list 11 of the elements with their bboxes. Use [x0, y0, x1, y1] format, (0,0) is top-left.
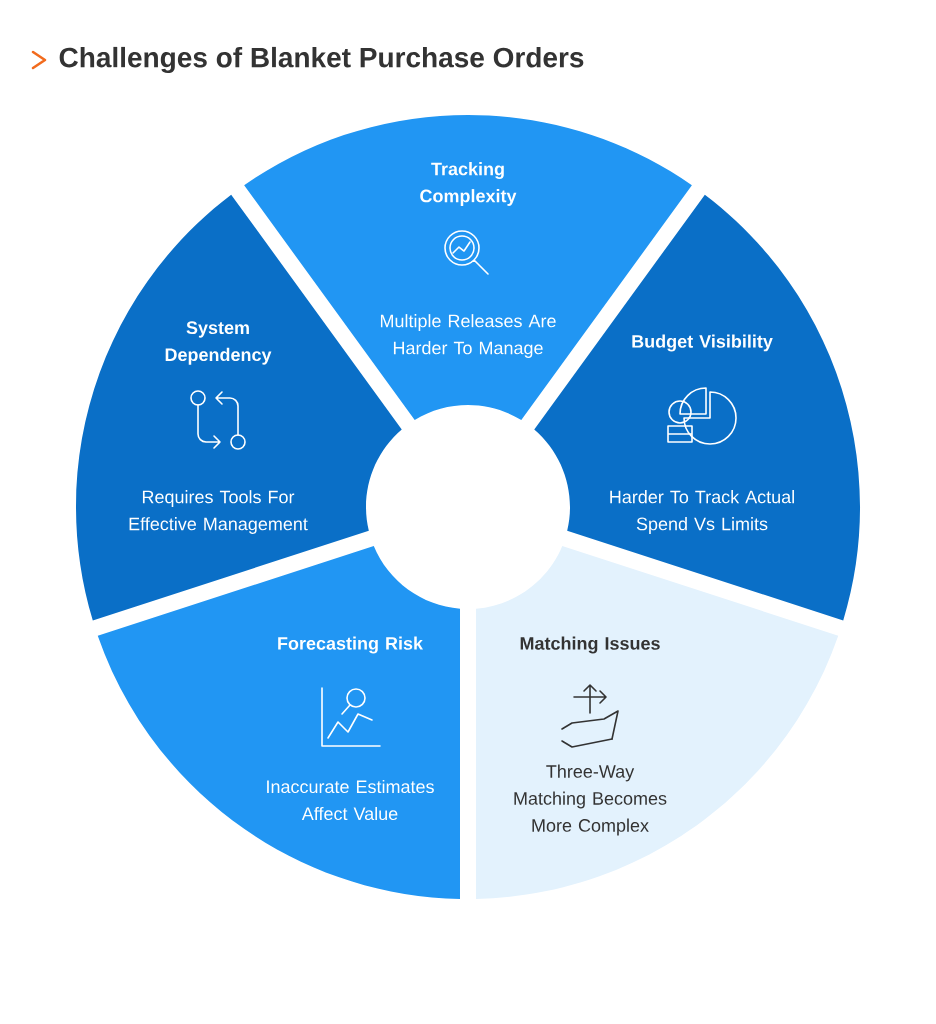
segment-description: Harder To Track Actual Spend Vs Limits [610, 490, 794, 534]
segment-description: Multiple Releases Are Harder To Manage [380, 314, 556, 358]
segment-description: Three-Way Matching Becomes More Complex [514, 764, 667, 836]
segment-description: Requires Tools For Effective Management [129, 490, 308, 534]
segment-description: Inaccurate Estimates Affect Value [267, 779, 434, 821]
segment-heading: Budget Visibility [632, 334, 773, 352]
segment-heading: Matching Issues [520, 636, 660, 654]
title: Challenges of Blanket Purchase Orders [59, 46, 584, 74]
segment-heading: Tracking Complexity [420, 162, 517, 206]
segment-heading: System Dependency [165, 321, 272, 365]
segment-heading: Forecasting Risk [278, 636, 424, 654]
